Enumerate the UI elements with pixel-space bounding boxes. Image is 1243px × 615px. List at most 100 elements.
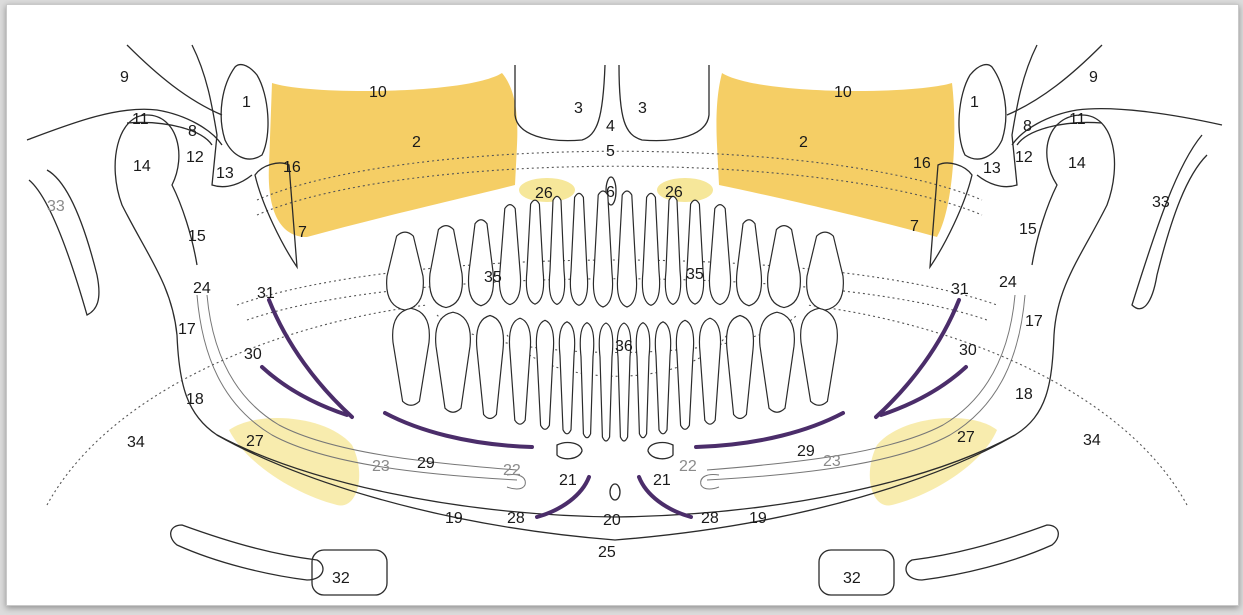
line-30-right	[881, 367, 966, 415]
label-16-right: 16	[913, 155, 931, 172]
label-33-right: 33	[1152, 194, 1170, 211]
label-7-left: 7	[298, 224, 307, 241]
label-25: 25	[598, 544, 616, 561]
label-30-left: 30	[244, 346, 262, 363]
label-1-right: 1	[970, 94, 979, 111]
upper-tooth	[768, 226, 801, 308]
label-7-right: 7	[910, 218, 919, 235]
lower-tooth	[509, 318, 530, 424]
label-22-right: 22	[679, 458, 697, 475]
label-5: 5	[606, 143, 615, 160]
label-10-right: 10	[834, 84, 852, 101]
label-34-right: 34	[1083, 432, 1101, 449]
hyoid-right	[906, 525, 1058, 580]
label-24-right: 24	[999, 274, 1017, 291]
label-1-left: 1	[242, 94, 251, 111]
label-30-right: 30	[959, 342, 977, 359]
label-35-right: 35	[686, 266, 704, 283]
label-34-left: 34	[127, 434, 145, 451]
teeth	[387, 191, 844, 441]
label-28-right: 28	[701, 510, 719, 527]
label-17-left: 17	[178, 321, 196, 338]
label-31-left: 31	[257, 285, 275, 302]
upper-tooth	[686, 200, 703, 304]
lower-tooth	[801, 308, 838, 405]
label-29-right: 29	[797, 443, 815, 460]
upper-tooth	[709, 205, 730, 305]
label-33-left: 33	[47, 198, 65, 215]
line-29-right	[696, 413, 843, 447]
lower-tooth	[477, 316, 504, 419]
label-21-left: 21	[559, 472, 577, 489]
panoramic-dental-diagram: 9 9 10 10 1 1 3 3 4 5 6 2 2 11 11 8 8 12…	[7, 5, 1238, 605]
lower-tooth	[559, 322, 574, 434]
upper-tooth	[387, 232, 424, 310]
lower-tooth	[676, 320, 693, 429]
upper-tooth	[526, 200, 543, 304]
upper-tooth	[617, 191, 636, 307]
label-13-right: 13	[983, 160, 1001, 177]
label-2-right: 2	[799, 134, 808, 151]
line-30-left	[262, 367, 347, 415]
label-3-right: 3	[638, 100, 647, 117]
label-3-left: 3	[574, 100, 583, 117]
upper-tooth	[807, 232, 844, 310]
hyoid-left	[171, 525, 323, 580]
upper-tooth	[430, 226, 463, 308]
label-28-left: 28	[507, 510, 525, 527]
label-9-right: 9	[1089, 69, 1098, 86]
upper-tooth	[665, 196, 680, 304]
line-29-left	[385, 413, 532, 447]
lower-tooth	[393, 308, 430, 405]
styloid-right	[1132, 135, 1207, 309]
styloid-left	[29, 170, 99, 315]
zygomatic-left	[221, 65, 268, 159]
mandible-outline	[115, 115, 1114, 540]
label-23-right: 23	[823, 453, 841, 470]
label-13-left: 13	[216, 165, 234, 182]
label-31-right: 31	[951, 281, 969, 298]
label-35-left: 35	[484, 269, 502, 286]
lower-tooth	[599, 323, 613, 441]
label-36: 36	[615, 338, 633, 355]
genial-tubercle	[610, 484, 620, 500]
label-12-left: 12	[186, 149, 204, 166]
label-14-left: 14	[133, 158, 151, 175]
lower-tooth	[636, 323, 650, 438]
label-11-right: 11	[1069, 111, 1086, 128]
label-23-left: 23	[372, 458, 390, 475]
label-9-left: 9	[120, 69, 129, 86]
diagram-frame: 9 9 10 10 1 1 3 3 4 5 6 2 2 11 11 8 8 12…	[6, 4, 1239, 606]
upper-tooth	[593, 191, 612, 307]
upper-tooth	[469, 220, 494, 306]
upper-tooth	[549, 196, 564, 304]
lower-tooth	[536, 320, 553, 429]
upper-tooth	[499, 205, 520, 305]
lower-tooth	[580, 323, 594, 438]
label-24-left: 24	[193, 280, 211, 297]
label-19-right: 19	[749, 510, 767, 527]
lower-tooth	[655, 322, 670, 434]
lower-tooth	[699, 318, 720, 424]
label-8-left: 8	[188, 123, 197, 140]
upper-tooth	[570, 193, 587, 305]
label-26-right: 26	[665, 184, 683, 201]
label-2-left: 2	[412, 134, 421, 151]
label-16-left: 16	[283, 159, 301, 176]
label-15-left: 15	[188, 228, 206, 245]
label-32-left: 32	[332, 570, 350, 587]
label-22-left: 22	[503, 462, 521, 479]
label-8-right: 8	[1023, 118, 1032, 135]
label-21-right: 21	[653, 472, 671, 489]
label-32-right: 32	[843, 570, 861, 587]
label-17-right: 17	[1025, 313, 1043, 330]
label-19-left: 19	[445, 510, 463, 527]
label-15-right: 15	[1019, 221, 1037, 238]
label-12-right: 12	[1015, 149, 1033, 166]
nasal-cavity	[515, 65, 605, 141]
region-27-right	[870, 418, 997, 505]
label-4: 4	[606, 118, 615, 135]
label-6: 6	[606, 184, 615, 201]
label-27-left: 27	[246, 433, 264, 450]
lower-tooth	[760, 312, 795, 412]
